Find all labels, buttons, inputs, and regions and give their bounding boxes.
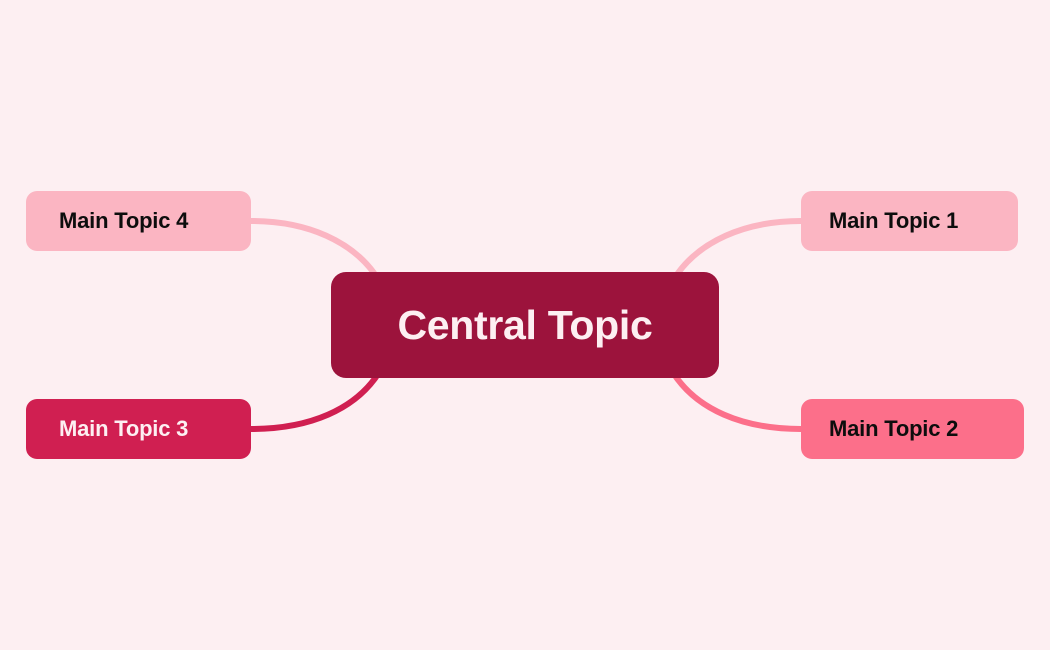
main-topic-2-label: Main Topic 2 <box>829 416 959 441</box>
main-topic-4-node[interactable]: Main Topic 4 <box>26 191 251 251</box>
central-topic-label: Central Topic <box>397 301 653 348</box>
connector-topic1 <box>675 218 804 276</box>
main-topic-2-node[interactable]: Main Topic 2 <box>801 399 1024 459</box>
main-topic-1-node[interactable]: Main Topic 1 <box>801 191 1018 251</box>
connector-topic2 <box>673 374 804 432</box>
connector-topic3 <box>248 374 379 432</box>
main-topic-3-label: Main Topic 3 <box>59 416 189 441</box>
central-topic-node[interactable]: Central Topic <box>331 272 719 378</box>
main-topic-4-label: Main Topic 4 <box>59 208 189 233</box>
main-topic-3-node[interactable]: Main Topic 3 <box>26 399 251 459</box>
connector-topic4 <box>248 218 377 276</box>
main-topic-1-label: Main Topic 1 <box>829 208 959 233</box>
